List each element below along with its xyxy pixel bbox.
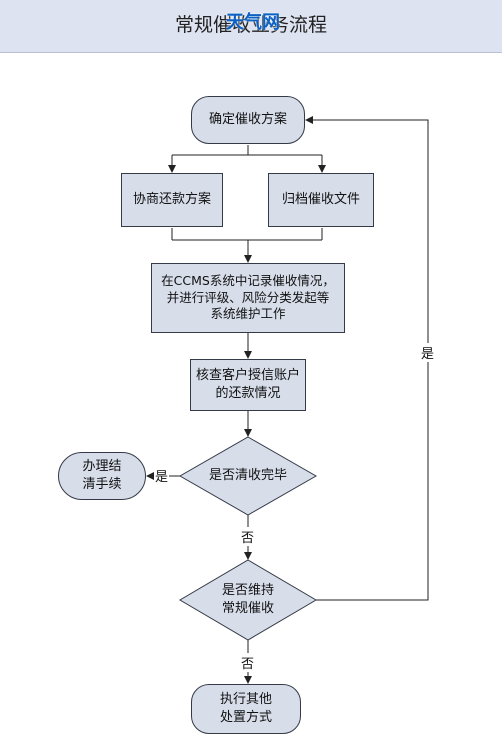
node-settle: 办理结 清手续: [58, 452, 146, 500]
node-record: 在CCMS系统中记录催收情况， 并进行评级、风险分类发起等 系统维护工作: [151, 263, 345, 333]
label-no-other: 否: [240, 653, 256, 672]
label-yes-loop: 是: [420, 343, 436, 362]
node-archive: 归档催收文件: [268, 173, 374, 227]
page-title-text: 常规催收业务流程: [174, 14, 327, 36]
node-start: 确定催收方案: [191, 96, 305, 144]
decision-paid-label: 是否清收完毕: [208, 468, 287, 484]
label-no-continue: 否: [240, 527, 256, 546]
node-check: 核查客户授信账户 的还款情况: [190, 359, 306, 411]
decision-continue-label: 是否维持 常规催收: [221, 583, 274, 616]
label-yes-settle: 是: [154, 466, 170, 485]
node-negotiate: 协商还款方案: [121, 173, 223, 227]
node-other: 执行其他 处置方式: [191, 684, 301, 734]
watermark-overlay: 天气网: [226, 12, 280, 33]
page-title: 常规催收业务流程: [0, 10, 502, 37]
header-bar: [0, 0, 502, 53]
